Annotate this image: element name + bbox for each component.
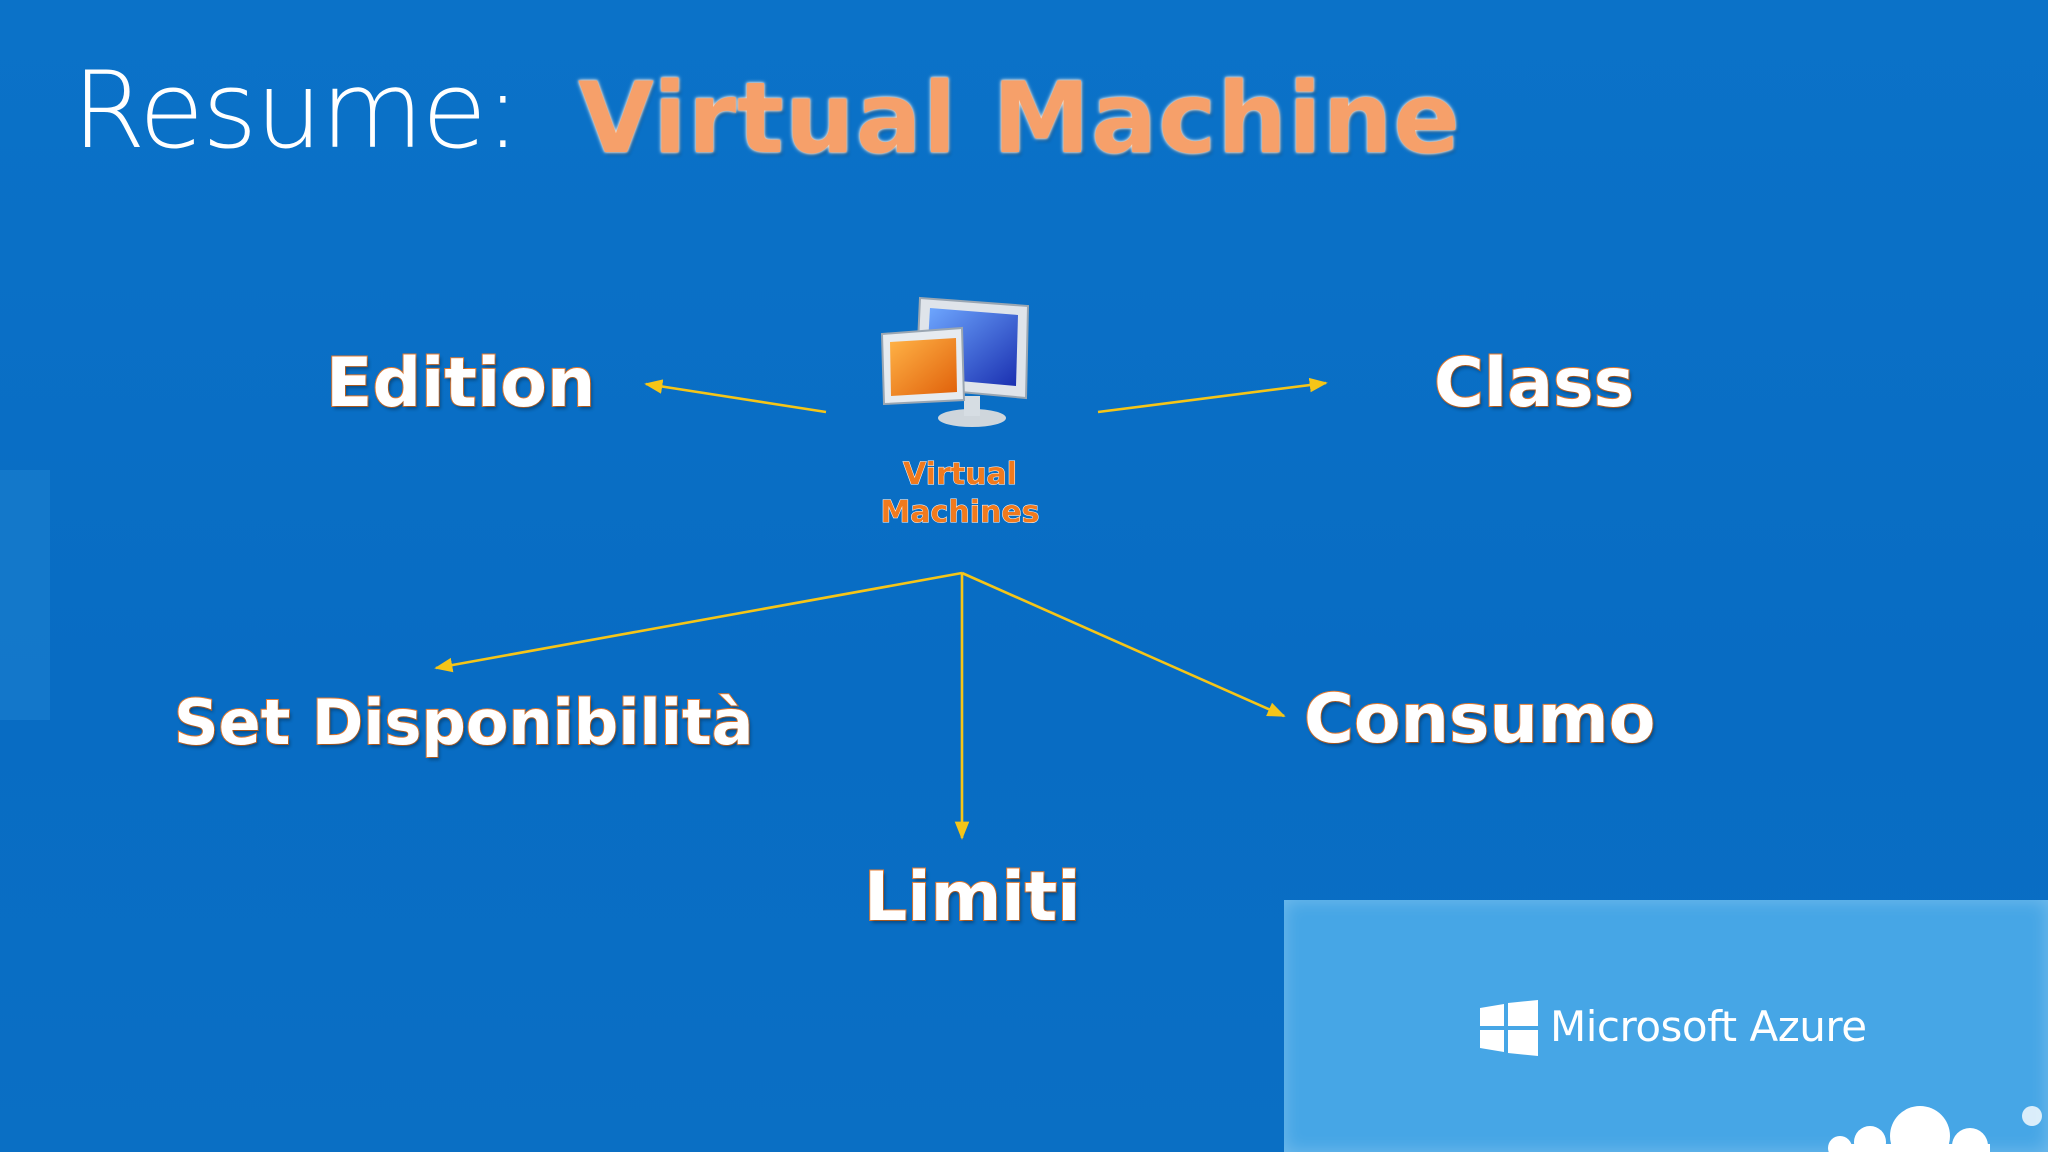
arrow-to-class xyxy=(1097,377,1328,414)
arrow-to-set-disponibilita xyxy=(434,571,963,673)
azure-brand-text: Microsoft Azure xyxy=(1550,1002,1867,1051)
node-edition: Edition xyxy=(325,344,596,423)
node-set-disponibilita: Set Disponibilità xyxy=(173,686,755,759)
arrow-to-edition xyxy=(644,379,827,414)
vm-label-line2: Machines xyxy=(880,495,1040,531)
cloud-icon xyxy=(1828,1106,2042,1152)
arrow-to-consumo xyxy=(961,571,1286,718)
decorative-strip xyxy=(0,470,50,720)
node-consumo: Consumo xyxy=(1303,680,1656,759)
computer-monitor-icon xyxy=(880,296,1030,427)
page-title: Virtual Machine xyxy=(578,62,1461,176)
node-limiti: Limiti xyxy=(863,858,1082,937)
title-prefix: Resume: xyxy=(72,49,521,172)
node-class: Class xyxy=(1433,344,1635,423)
windows-logo-icon xyxy=(1480,1000,1538,1056)
vm-label-line1: Virtual xyxy=(903,457,1018,493)
vm-label: Virtual Machines xyxy=(860,456,1060,532)
